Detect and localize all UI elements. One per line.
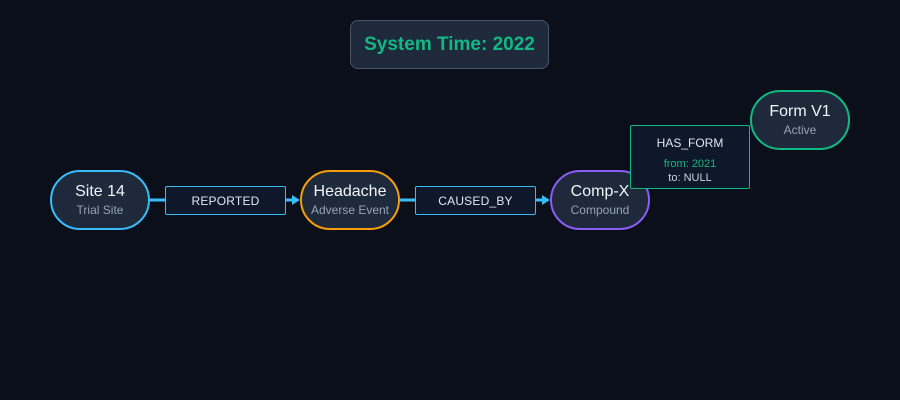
arrowhead-icon xyxy=(542,195,550,205)
node-comp-x[interactable]: Comp-X Compound xyxy=(550,170,650,230)
node-label: Form V1 xyxy=(769,103,831,120)
node-site-14[interactable]: Site 14 Trial Site xyxy=(50,170,150,230)
node-type: Compound xyxy=(570,203,630,217)
node-label: Site 14 xyxy=(75,183,125,200)
edge-label-reported[interactable]: REPORTED xyxy=(165,186,286,215)
edge-label-caused-by[interactable]: CAUSED_BY xyxy=(415,186,536,215)
node-label: Headache xyxy=(313,183,387,200)
has-form-label: HAS_FORM xyxy=(656,136,724,150)
system-time-title: System Time: 2022 xyxy=(350,20,549,69)
edge-label-has-form[interactable]: HAS_FORM from: 2021 to: NULL xyxy=(630,125,750,189)
valid-to: to: NULL xyxy=(668,172,712,184)
node-type: Adverse Event xyxy=(310,203,390,217)
node-form-v1[interactable]: Form V1 Active xyxy=(750,90,850,150)
node-label: Comp-X xyxy=(570,183,630,200)
arrowhead-icon xyxy=(292,195,300,205)
node-headache[interactable]: Headache Adverse Event xyxy=(300,170,400,230)
valid-from: from: 2021 xyxy=(663,158,717,170)
node-type: Active xyxy=(783,123,817,137)
node-type: Trial Site xyxy=(76,203,124,217)
